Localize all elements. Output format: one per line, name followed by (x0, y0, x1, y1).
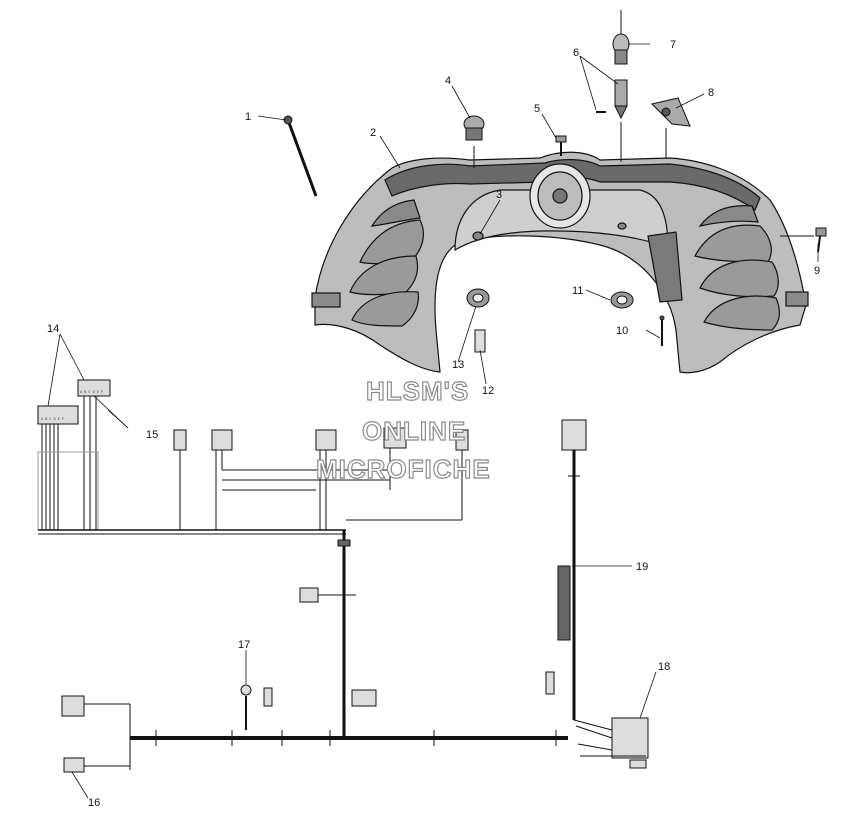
indicator-bulb (474, 329, 486, 353)
callout-15: 15 (146, 429, 158, 441)
callout-13: 13 (452, 359, 464, 371)
callout-numbers: 1 2 3 4 5 6 7 8 9 10 11 12 13 14 15 16 1… (47, 39, 820, 809)
callout-17: 17 (238, 639, 250, 651)
callout-7: 7 (670, 39, 676, 51)
dash-panel (311, 151, 809, 374)
wiring-harness (37, 379, 649, 773)
indicator-pin (659, 315, 665, 346)
callout-10: 10 (616, 325, 628, 337)
cable-tie (283, 115, 318, 197)
watermark-line-1: HLSM'S (366, 376, 469, 406)
grommet-left (466, 288, 490, 308)
watermark: HLSM'S ONLINE MICROFICHE (315, 375, 491, 484)
callout-18: 18 (658, 661, 670, 673)
watermark-line-2: ONLINE (362, 416, 466, 446)
pin-letters-upper: A B C D E F (80, 391, 103, 395)
callout-2: 2 (370, 127, 376, 139)
bulb (612, 10, 630, 65)
callout-9: 9 (814, 265, 820, 277)
callout-1: 1 (245, 111, 251, 123)
callout-12: 12 (482, 385, 494, 397)
callout-8: 8 (708, 87, 714, 99)
callout-5: 5 (534, 103, 540, 115)
callout-3: 3 (496, 189, 502, 201)
watermark-line-3: MICROFICHE (316, 454, 491, 484)
callout-11: 11 (572, 285, 583, 297)
callout-4: 4 (445, 75, 451, 87)
grommet-right (610, 291, 634, 309)
callout-14: 14 (47, 323, 59, 335)
retaining-clip (651, 97, 691, 158)
bulb-socket (596, 79, 628, 162)
pin-letters-lower: A B C D E F (41, 418, 64, 422)
callout-6: 6 (573, 47, 579, 59)
switch-knob (463, 115, 485, 168)
callout-16: 16 (88, 797, 100, 809)
leader-lines (47, 43, 819, 799)
screw (555, 135, 567, 156)
callout-19: 19 (636, 561, 648, 573)
